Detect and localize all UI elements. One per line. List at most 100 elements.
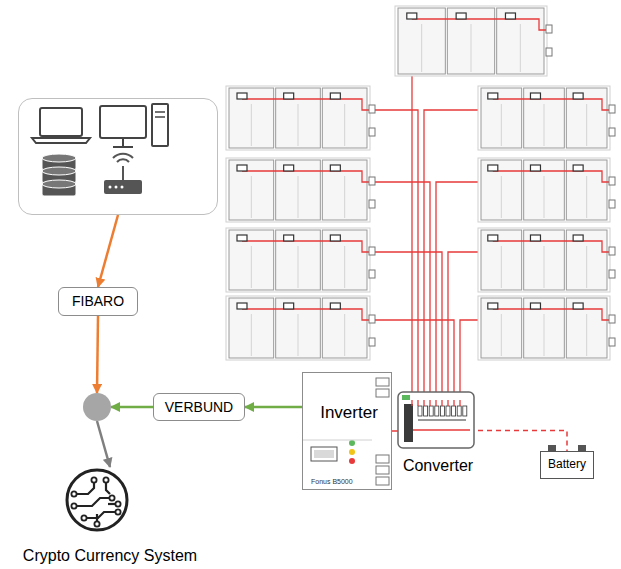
junction-box xyxy=(573,93,583,99)
monitor-stand xyxy=(113,138,133,147)
connector-arrow xyxy=(98,215,118,287)
panel-frame xyxy=(226,86,370,150)
router-led xyxy=(121,186,124,189)
panel-divider xyxy=(251,314,252,356)
string-wire xyxy=(460,320,478,400)
panel-frame xyxy=(478,228,610,292)
solar-panel xyxy=(276,230,321,290)
junction-box xyxy=(237,303,247,309)
junction-box xyxy=(330,235,340,241)
inverter-plug xyxy=(376,466,389,474)
router-led xyxy=(109,186,112,189)
panel-connector xyxy=(609,338,615,346)
output-wire xyxy=(413,429,470,430)
node-label: Inverter xyxy=(320,403,378,423)
junction-box xyxy=(237,165,247,171)
converter-illustration xyxy=(398,392,474,448)
inverter-display xyxy=(311,447,337,461)
panel-connector xyxy=(609,128,615,136)
panel-connector xyxy=(609,270,615,278)
panel-wire xyxy=(493,99,610,110)
status-led xyxy=(349,440,355,446)
node-label: Converter xyxy=(403,457,473,475)
junction-box xyxy=(530,93,540,99)
database-top xyxy=(42,180,76,188)
panel-connector xyxy=(609,315,615,323)
node-label: VERBUND xyxy=(165,399,233,415)
laptop-base xyxy=(32,138,90,143)
panel-divider xyxy=(344,104,345,146)
junction-box xyxy=(488,303,498,309)
panel-frame xyxy=(226,158,370,222)
solar-panel xyxy=(229,230,274,290)
panel-divider xyxy=(586,246,587,288)
solar-panel xyxy=(322,88,367,148)
panel-connector xyxy=(369,315,375,323)
string-wire xyxy=(375,252,442,400)
converter-box: Converter xyxy=(398,391,478,475)
converter-housing xyxy=(398,392,474,448)
solar-panel-group xyxy=(395,6,552,76)
crypto-icon xyxy=(67,470,127,530)
solar-panel xyxy=(566,298,607,358)
junction-box xyxy=(330,93,340,99)
panel-connector xyxy=(369,200,375,208)
panel-divider xyxy=(520,24,521,72)
panel-divider xyxy=(298,314,299,356)
circuit-pad xyxy=(71,491,76,496)
string-wire xyxy=(435,400,436,406)
string-wire xyxy=(417,400,418,406)
connector-arrow xyxy=(392,430,398,432)
router-antenna xyxy=(122,166,124,180)
panel-wire xyxy=(493,241,610,252)
router-led xyxy=(115,186,118,189)
node-label: Battery xyxy=(548,458,586,472)
solar-panel xyxy=(398,8,445,74)
solar-panel xyxy=(497,8,544,74)
panel-divider xyxy=(251,176,252,218)
status-led xyxy=(402,395,410,400)
solar-panel xyxy=(322,298,367,358)
junction-box xyxy=(488,165,498,171)
panel-divider xyxy=(251,246,252,288)
solar-panel xyxy=(524,160,565,220)
terminal xyxy=(429,406,433,416)
junction-box xyxy=(530,303,540,309)
circuit-trace xyxy=(84,512,118,518)
panel-divider xyxy=(544,314,545,356)
solar-panel xyxy=(229,160,274,220)
terminal xyxy=(435,406,439,416)
string-wire xyxy=(411,400,412,406)
circuit-pad xyxy=(94,521,99,526)
string-wire xyxy=(441,400,442,406)
panel-divider xyxy=(421,24,422,72)
junction-box xyxy=(284,235,294,241)
circuit-pad xyxy=(115,509,120,514)
panel-divider xyxy=(251,104,252,146)
terminal xyxy=(440,406,444,416)
panel-divider xyxy=(544,104,545,146)
router-body xyxy=(104,180,142,194)
battery-box: Battery xyxy=(540,451,594,479)
string-wire xyxy=(424,110,478,400)
panel-divider xyxy=(501,246,502,288)
solar-panel-group xyxy=(478,228,615,292)
circuit-pad xyxy=(103,477,108,482)
crypto-ring xyxy=(67,470,127,530)
junction-box xyxy=(573,235,583,241)
string-wire xyxy=(453,400,454,406)
junction-box xyxy=(505,13,515,19)
status-led xyxy=(349,449,355,455)
display-screen xyxy=(314,450,334,458)
junction-box xyxy=(284,93,294,99)
solar-panel xyxy=(276,88,321,148)
solar-panel xyxy=(229,298,274,358)
terminal-strip xyxy=(404,404,413,442)
bus-bar xyxy=(418,420,466,421)
terminal xyxy=(446,406,450,416)
junction-box xyxy=(237,93,247,99)
panel-frame xyxy=(478,86,610,150)
panel-connector xyxy=(546,25,552,33)
